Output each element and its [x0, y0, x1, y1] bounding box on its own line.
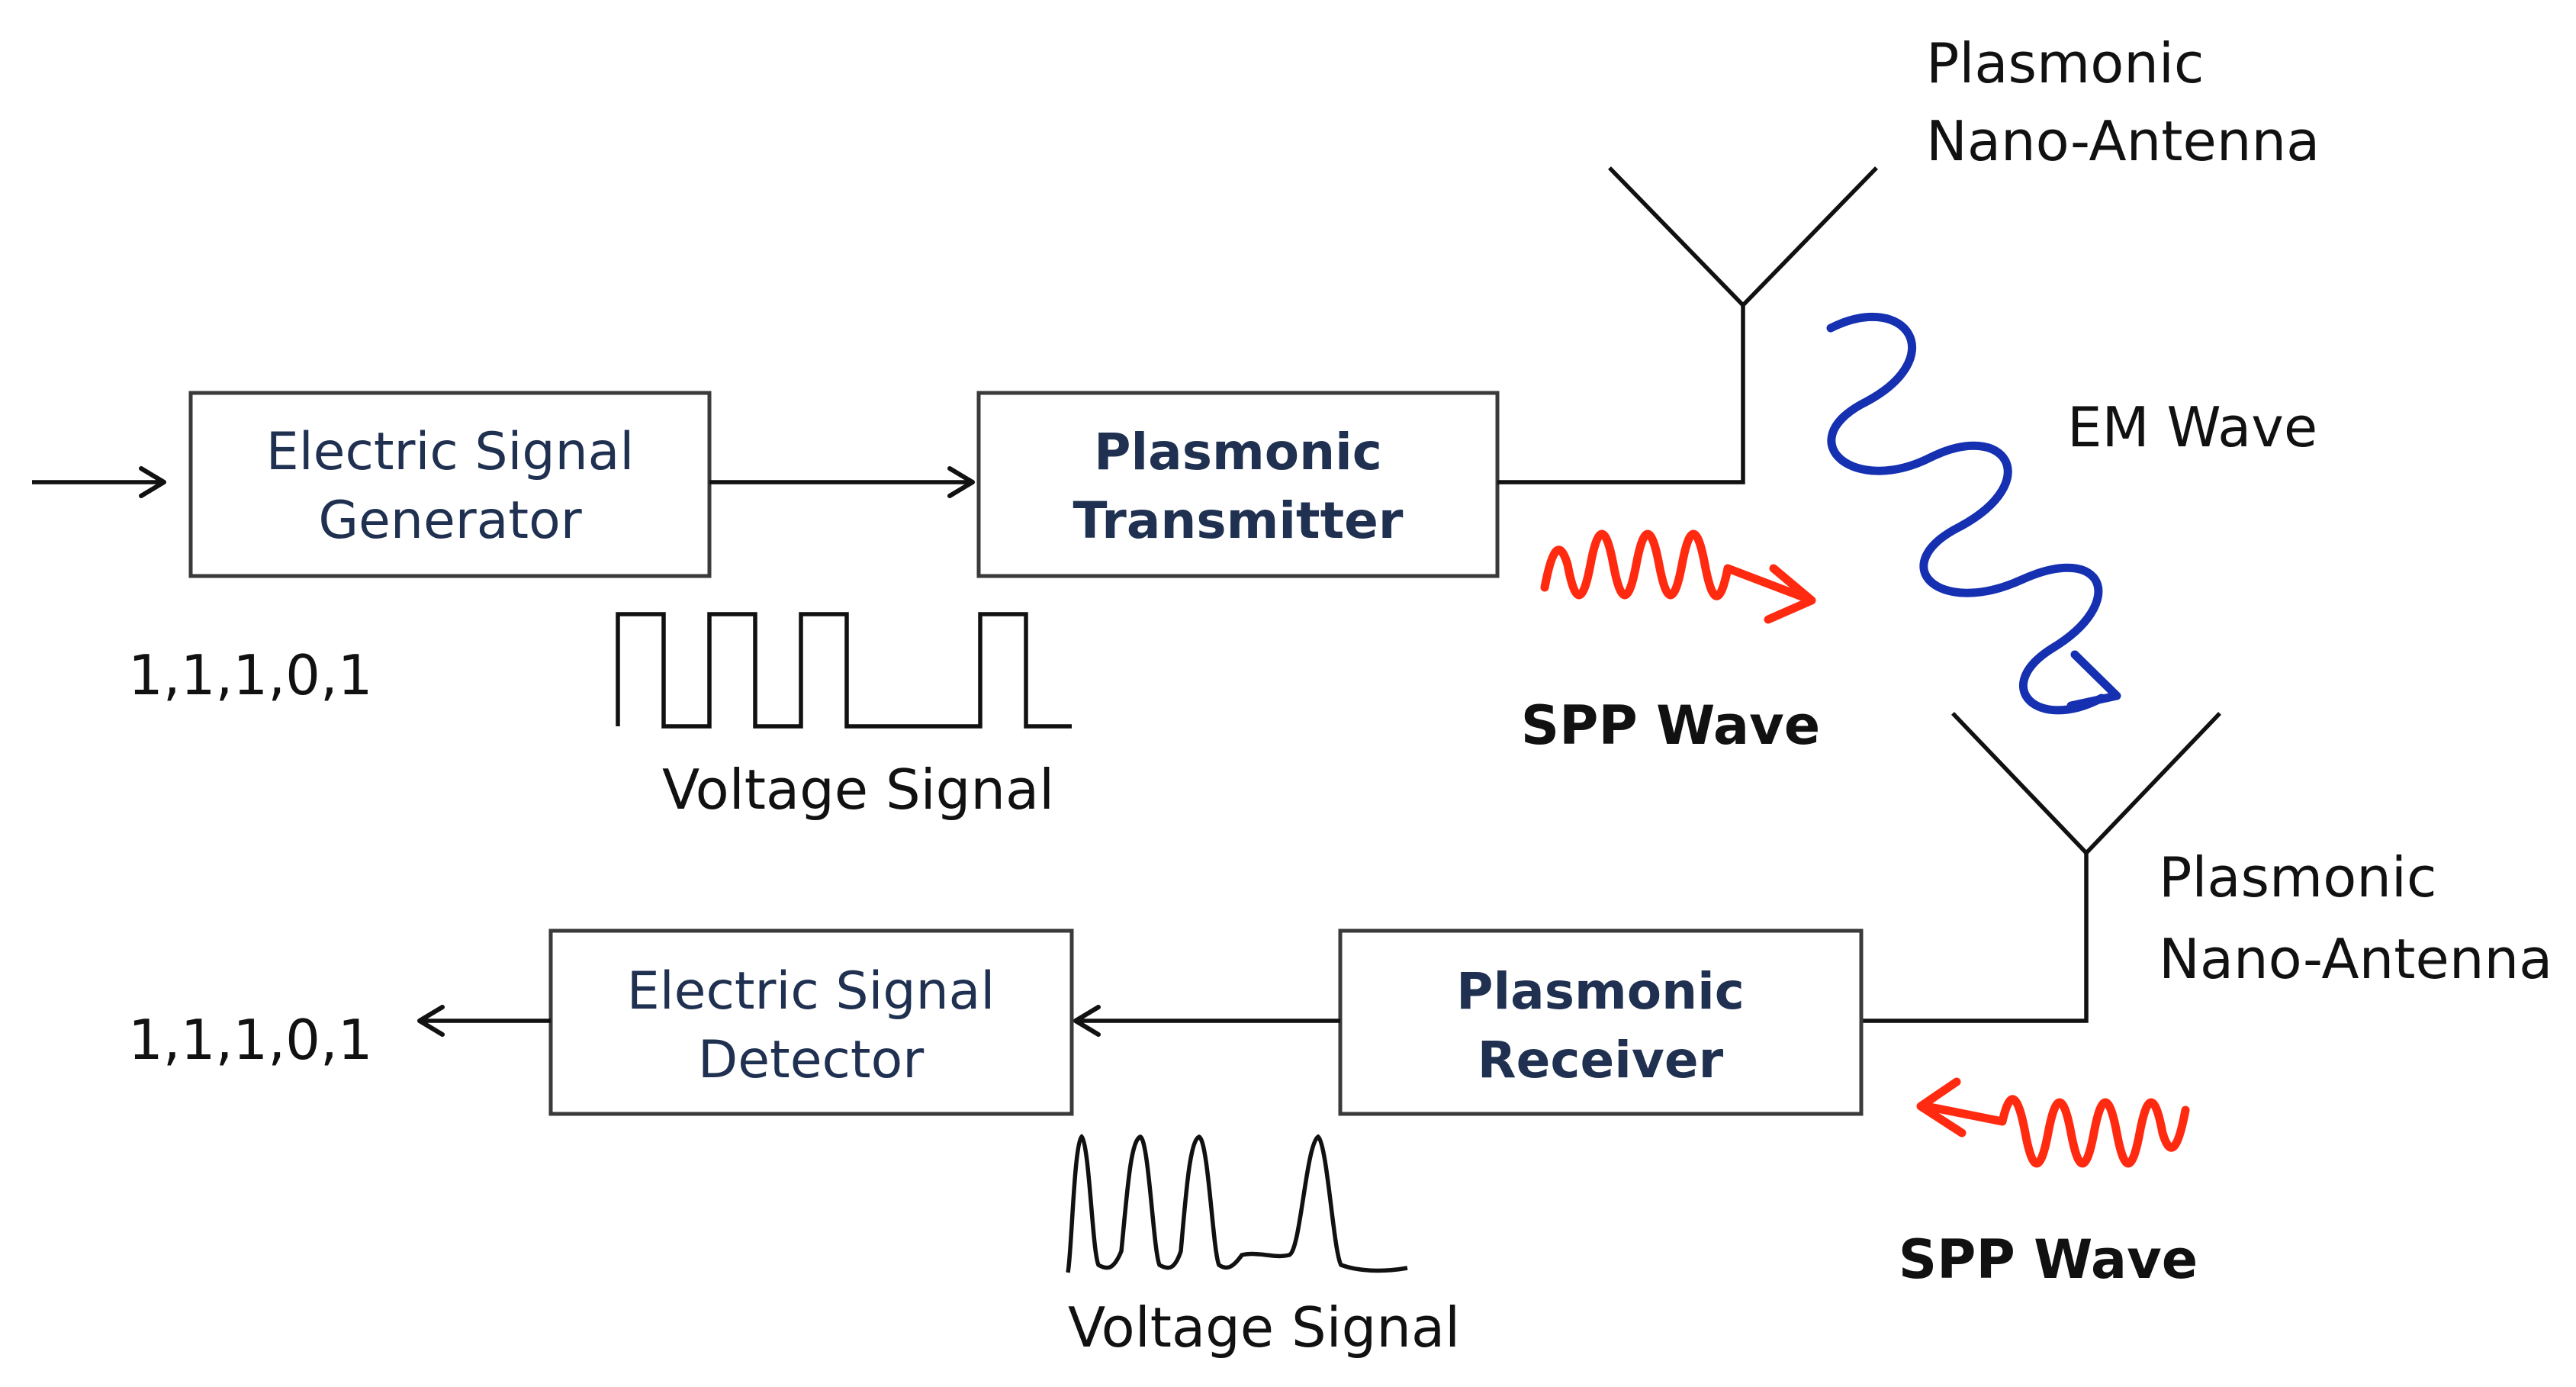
spp-wave-top-icon: [1540, 529, 1816, 624]
generator-label-line2: Generator: [318, 491, 581, 551]
spp-wave-bottom-icon: [1916, 1077, 2190, 1168]
detector-label-line1: Electric Signal: [627, 961, 995, 1022]
receive-antenna-label-line2: Nano-Antenna: [2159, 927, 2552, 991]
transmit-antenna-label-line1: Plasmonic: [1926, 31, 2204, 95]
input-bits-label: 1,1,1,0,1: [128, 643, 373, 707]
electric-signal-detector-block: Electric Signal Detector: [548, 928, 1074, 1116]
transmit-antenna-feed-line: [1497, 305, 1745, 484]
electric-signal-generator-block: Electric Signal Generator: [188, 391, 712, 578]
spp-wave-top-label: SPP Wave: [1521, 694, 1820, 757]
plasmonic-receiver-block: Plasmonic Receiver: [1338, 928, 1864, 1116]
voltage-signal-bottom-label: Voltage Signal: [1068, 1295, 1460, 1360]
output-arrow: [417, 1005, 551, 1037]
square-wave-voltage-signal: [616, 612, 1072, 729]
receive-antenna-icon: [1951, 712, 2221, 856]
receive-antenna-label-line1: Plasmonic: [2159, 845, 2436, 909]
receiver-label-line1: Plasmonic: [1456, 962, 1745, 1021]
spp-wave-bottom-label: SPP Wave: [1899, 1228, 2198, 1291]
voltage-signal-top-label: Voltage Signal: [662, 758, 1054, 822]
em-wave-label: EM Wave: [2067, 395, 2317, 459]
receiver-to-detector-arrow: [1073, 1005, 1340, 1037]
receiver-label-line2: Receiver: [1478, 1031, 1724, 1089]
detector-label-line2: Detector: [698, 1030, 924, 1090]
plasmonic-transmitter-block: Plasmonic Transmitter: [976, 391, 1500, 578]
receive-antenna-feed-line: [1861, 853, 2089, 1023]
output-bits-label: 1,1,1,0,1: [128, 1008, 373, 1072]
em-wave-icon: [1826, 312, 2121, 715]
transmit-antenna-icon: [1608, 166, 1878, 308]
transmitter-label-line2: Transmitter: [1073, 491, 1404, 550]
generator-to-transmitter-arrow: [709, 466, 975, 498]
generator-label-line1: Electric Signal: [266, 422, 634, 482]
transmit-antenna-label-line2: Nano-Antenna: [1926, 109, 2320, 173]
input-arrow: [32, 466, 166, 498]
pulse-voltage-signal: [1066, 1134, 1408, 1273]
transmitter-label-line1: Plasmonic: [1094, 423, 1382, 481]
